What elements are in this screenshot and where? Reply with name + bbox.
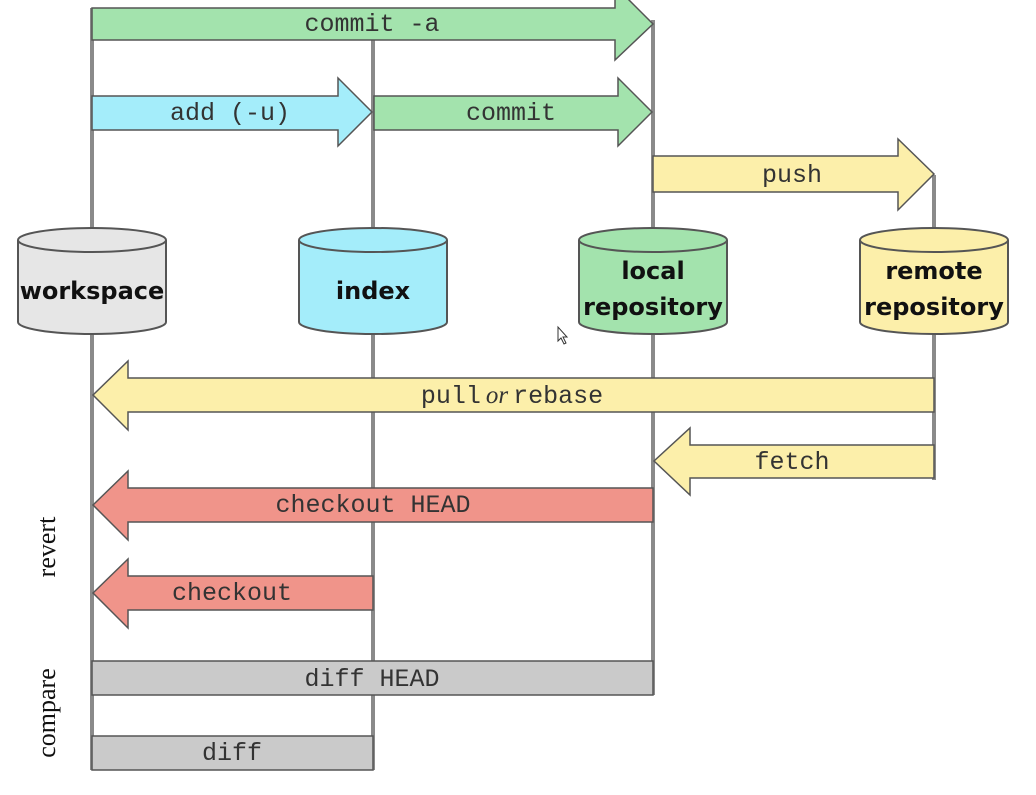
remote-repository-store: remote repository (859, 227, 1009, 335)
checkout-label: checkout (172, 579, 292, 608)
compare-group-label: compare (32, 668, 61, 758)
fetch-arrow: fetch (652, 426, 935, 497)
commit-arrow: commit (373, 76, 654, 148)
index-store: index (298, 227, 448, 335)
add-label: add (-u) (170, 99, 290, 128)
index-label: index (336, 277, 411, 305)
checkout-head-arrow: checkout HEAD (91, 469, 654, 542)
commit-a-label: commit -a (304, 10, 439, 39)
remote-repository-label-line2: repository (864, 293, 1004, 321)
revert-group-label: revert (32, 516, 61, 577)
remote-repository-label: remote (885, 257, 982, 285)
diff-bar: diff (91, 735, 374, 771)
commit-label: commit (466, 99, 556, 128)
local-repository-label: local (621, 257, 684, 285)
workspace-label: workspace (20, 277, 165, 305)
commit-a-arrow: commit -a (91, 0, 655, 62)
diff-head-bar: diff HEAD (91, 660, 654, 696)
add-arrow: add (-u) (91, 76, 374, 148)
push-label: push (762, 161, 822, 190)
local-repository-store: local repository (578, 227, 728, 335)
push-arrow: push (652, 137, 936, 212)
diff-head-label: diff HEAD (304, 665, 439, 694)
fetch-label: fetch (754, 448, 829, 477)
checkout-head-label: checkout HEAD (275, 491, 470, 520)
mouse-cursor-icon (557, 325, 569, 345)
workspace-store: workspace (17, 227, 167, 335)
local-repository-label-line2: repository (583, 293, 723, 321)
checkout-arrow: checkout (91, 557, 374, 630)
diff-label: diff (202, 739, 262, 768)
